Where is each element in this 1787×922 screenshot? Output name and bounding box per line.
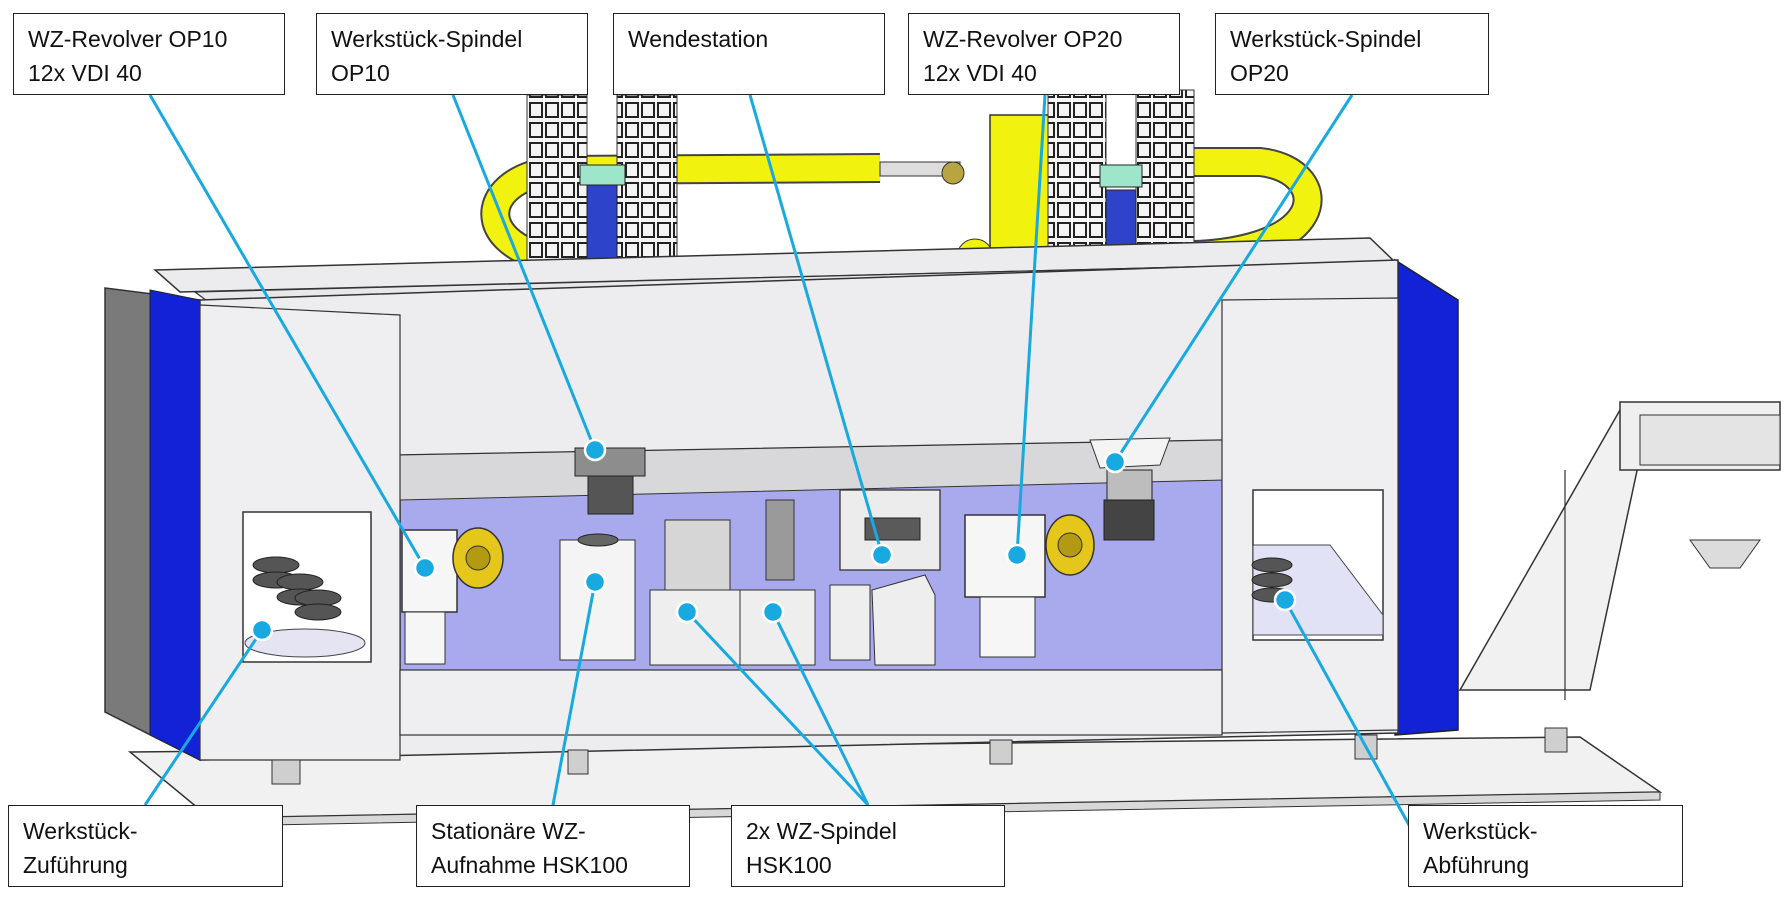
dot-workpiece-feed: [250, 618, 274, 642]
label-spindle-op20: Werkstück-Spindel OP20: [1215, 13, 1489, 95]
label-revolver-op10: WZ-Revolver OP10 12x VDI 40: [13, 13, 285, 95]
leader-spindle-op10: [451, 94, 597, 451]
label-turn-station: Wendestation: [613, 13, 885, 95]
dot-revolver-op10: [413, 556, 437, 580]
leader-tool-spindle-2: [771, 611, 870, 806]
label-workpiece-feed: Werkstück- Zuführung: [8, 805, 283, 887]
label-stationary-holder: Stationäre WZ- Aufnahme HSK100: [416, 805, 690, 887]
leader-turn-station: [748, 94, 884, 556]
leader-workpiece-discharge: [1283, 599, 1422, 846]
leader-tool-spindle-1: [685, 610, 870, 807]
leader-lines: [143, 94, 1422, 846]
tool-spindle-assemblies: [649, 499, 816, 666]
leader-revolver-op10: [148, 94, 427, 569]
label-tool-spindles: 2x WZ-Spindel HSK100: [731, 805, 1005, 887]
dot-tool-spindle-2: [761, 600, 785, 624]
dot-spindle-op20: [1103, 450, 1127, 474]
tool-turret-op20: [964, 514, 1095, 658]
workpiece-spindle-op10: [559, 447, 646, 661]
leader-spindle-op20: [1113, 94, 1354, 463]
leader-workpiece-feed: [143, 629, 264, 806]
front-apron: [399, 669, 1223, 736]
label-workpiece-discharge: Werkstück- Abführung: [1408, 805, 1683, 887]
dot-stationary-holder: [583, 570, 607, 594]
chip-conveyor: [1458, 401, 1781, 700]
dot-turn-station: [870, 543, 894, 567]
leader-stationary-holder: [551, 581, 597, 806]
dot-workpiece-discharge: [1273, 588, 1297, 612]
label-spindle-op10: Werkstück-Spindel OP10: [316, 13, 588, 95]
levelling-feet: [271, 727, 1568, 785]
right-blue-frame: [1394, 258, 1459, 736]
leader-dots: [250, 438, 1297, 642]
dot-spindle-op10: [583, 438, 607, 462]
dot-revolver-op20: [1005, 543, 1029, 567]
drag-chain-left: [480, 94, 965, 281]
leader-revolver-op20: [1015, 94, 1047, 556]
turning-station: [829, 489, 941, 666]
dot-tool-spindle-1: [675, 600, 699, 624]
left-blue-frame: [149, 289, 201, 761]
label-revolver-op20: WZ-Revolver OP20 12x VDI 40: [908, 13, 1180, 95]
